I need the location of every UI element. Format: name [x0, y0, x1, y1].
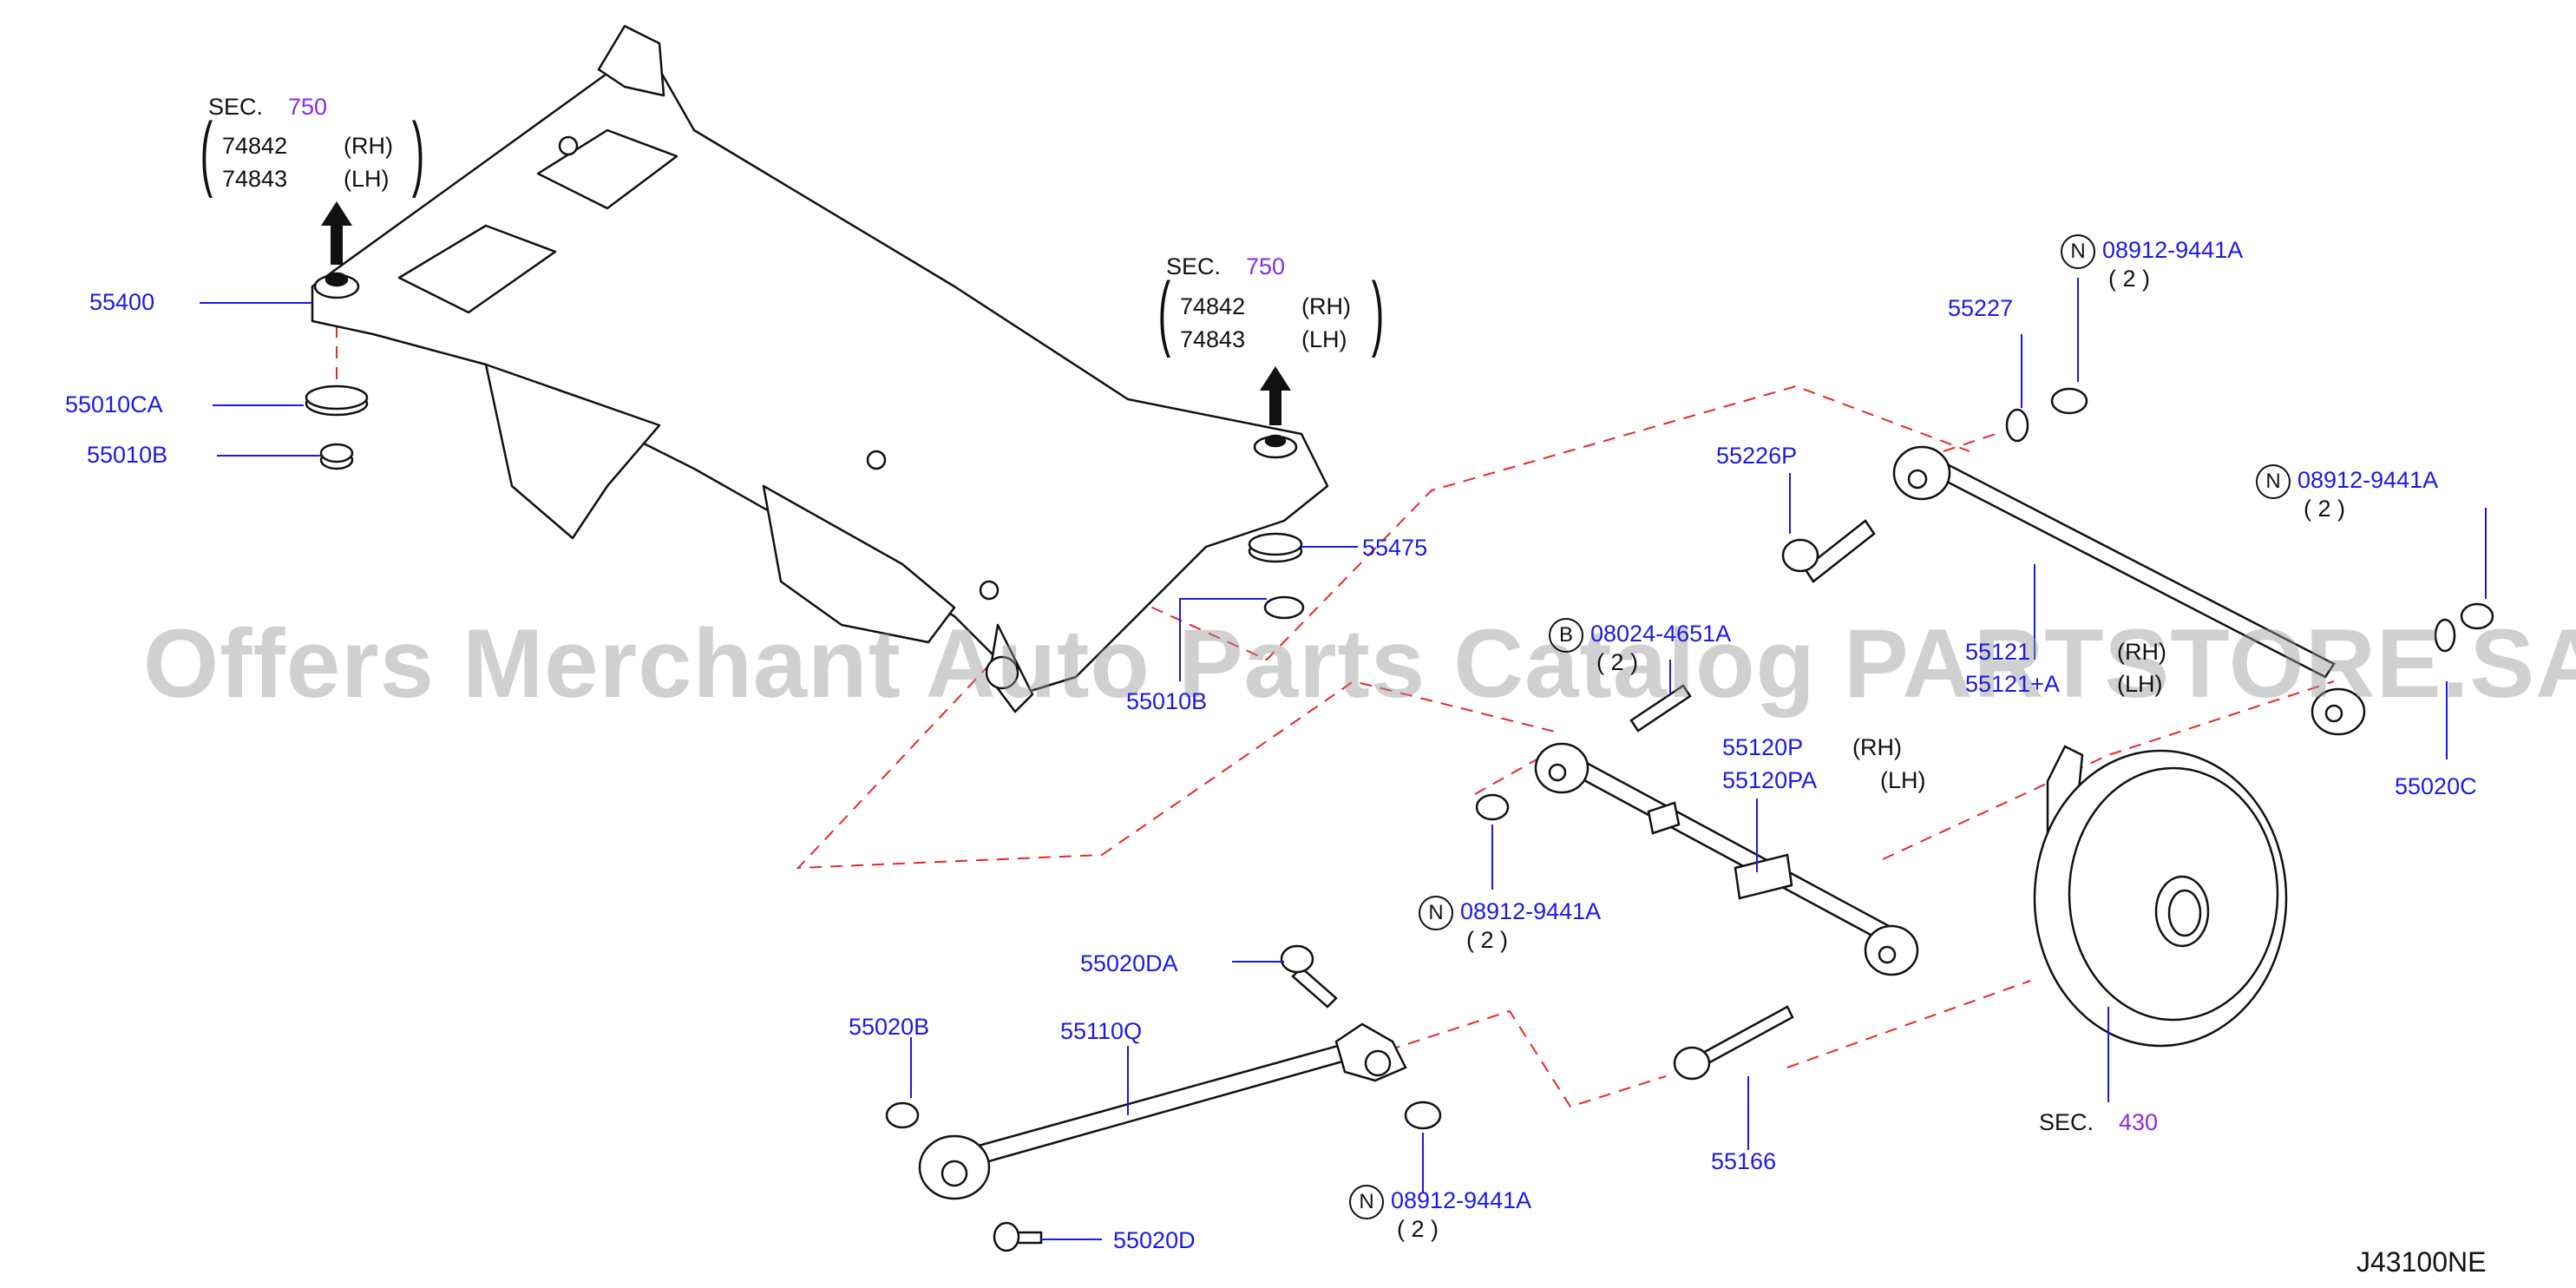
- part-74842-mid: 74842: [1180, 293, 1246, 319]
- part-55010B-left[interactable]: 55010B: [87, 442, 168, 468]
- bracket-open-left: (: [200, 106, 213, 199]
- part-55020B[interactable]: 55020B: [849, 1014, 930, 1040]
- nut-symbol: N: [1349, 1185, 1384, 1219]
- rh-left: (RH): [344, 133, 393, 159]
- lateral-link-55120: [1534, 742, 1919, 976]
- qty-bolt: ( 2 ): [1596, 649, 1639, 675]
- diagram-code: J43100NE: [2356, 1246, 2487, 1278]
- qty-4: ( 2 ): [1397, 1216, 1439, 1242]
- qty-1: ( 2 ): [2108, 266, 2151, 292]
- qty-2: ( 2 ): [2304, 496, 2346, 522]
- part-74843-mid: 74843: [1180, 326, 1246, 352]
- bolt-symbol: B: [1549, 618, 1583, 653]
- nut-callout-3: N 08912-9441A: [1419, 896, 1601, 930]
- nut-symbol: N: [2256, 464, 2291, 499]
- nut-symbol: N: [2061, 234, 2095, 269]
- part-55020C[interactable]: 55020C: [2395, 773, 2477, 799]
- part-55121[interactable]: 55121: [1965, 639, 2031, 665]
- bracket-open-mid: (: [1157, 266, 1171, 358]
- lh-left: (LH): [344, 166, 390, 192]
- part-55110Q[interactable]: 55110Q: [1060, 1018, 1143, 1044]
- qty-3: ( 2 ): [1466, 927, 1509, 953]
- upper-link-55121: [1892, 445, 2366, 736]
- part-08912-9441A-3[interactable]: 08912-9441A: [1460, 898, 1602, 925]
- lh-55120PA: (LH): [1880, 767, 1926, 793]
- sec-430-link[interactable]: 430: [2119, 1109, 2159, 1135]
- part-55010CA[interactable]: 55010CA: [65, 391, 163, 417]
- sec-750-mid-label: SEC.: [1166, 253, 1222, 279]
- bolt-callout: B 08024-4651A: [1549, 618, 1731, 653]
- small-parts: [305, 384, 2494, 1252]
- part-08912-9441A-1[interactable]: 08912-9441A: [2102, 237, 2244, 264]
- lh-55121A: (LH): [2117, 671, 2163, 697]
- sec-430-label: SEC.: [2039, 1109, 2094, 1135]
- watermark: Offers Merchant Auto Parts Catalog PARTS…: [143, 609, 2576, 718]
- part-55227[interactable]: 55227: [1948, 295, 2014, 321]
- part-74842-left: 74842: [222, 133, 288, 159]
- bracket-close-left: ): [411, 106, 425, 199]
- part-55121A[interactable]: 55121+A: [1965, 671, 2060, 697]
- up-arrows: [321, 201, 1291, 425]
- rh-55121: (RH): [2117, 639, 2166, 665]
- part-55475[interactable]: 55475: [1362, 535, 1428, 561]
- sec-750-left-link[interactable]: 750: [288, 94, 328, 120]
- part-08024-4651A[interactable]: 08024-4651A: [1590, 621, 1732, 647]
- part-55400[interactable]: 55400: [89, 289, 155, 315]
- part-55020D[interactable]: 55020D: [1113, 1227, 1196, 1253]
- nut-callout-4: N 08912-9441A: [1349, 1185, 1531, 1219]
- part-55010B-mid[interactable]: 55010B: [1126, 688, 1208, 714]
- lh-mid: (LH): [1301, 326, 1347, 352]
- sec-750-left-label: SEC.: [208, 94, 264, 120]
- mount-bushing-right: [1253, 434, 1298, 459]
- part-55120PA[interactable]: 55120PA: [1722, 767, 1818, 793]
- rh-55120P: (RH): [1852, 734, 1902, 760]
- nut-symbol: N: [1419, 896, 1453, 930]
- rh-mid: (RH): [1301, 293, 1351, 319]
- part-08912-9441A-4[interactable]: 08912-9441A: [1391, 1187, 1532, 1214]
- crossmember: [311, 24, 1329, 713]
- lower-link-55110: [918, 1022, 1407, 1200]
- part-55226P[interactable]: 55226P: [1716, 443, 1798, 469]
- sec-750-mid-link[interactable]: 750: [1246, 253, 1286, 279]
- part-08912-9441A-2[interactable]: 08912-9441A: [2297, 467, 2439, 494]
- part-55020DA[interactable]: 55020DA: [1080, 950, 1178, 976]
- leader-lines: [200, 278, 2487, 1240]
- part-74843-left: 74843: [222, 166, 288, 192]
- nut-callout-1: N 08912-9441A: [2061, 234, 2243, 269]
- bracket-close-mid: ): [1371, 266, 1385, 358]
- mount-bushing-left: [313, 272, 360, 299]
- part-55166[interactable]: 55166: [1711, 1148, 1777, 1174]
- brake-disc: [2033, 745, 2288, 1048]
- part-55120P[interactable]: 55120P: [1722, 734, 1804, 760]
